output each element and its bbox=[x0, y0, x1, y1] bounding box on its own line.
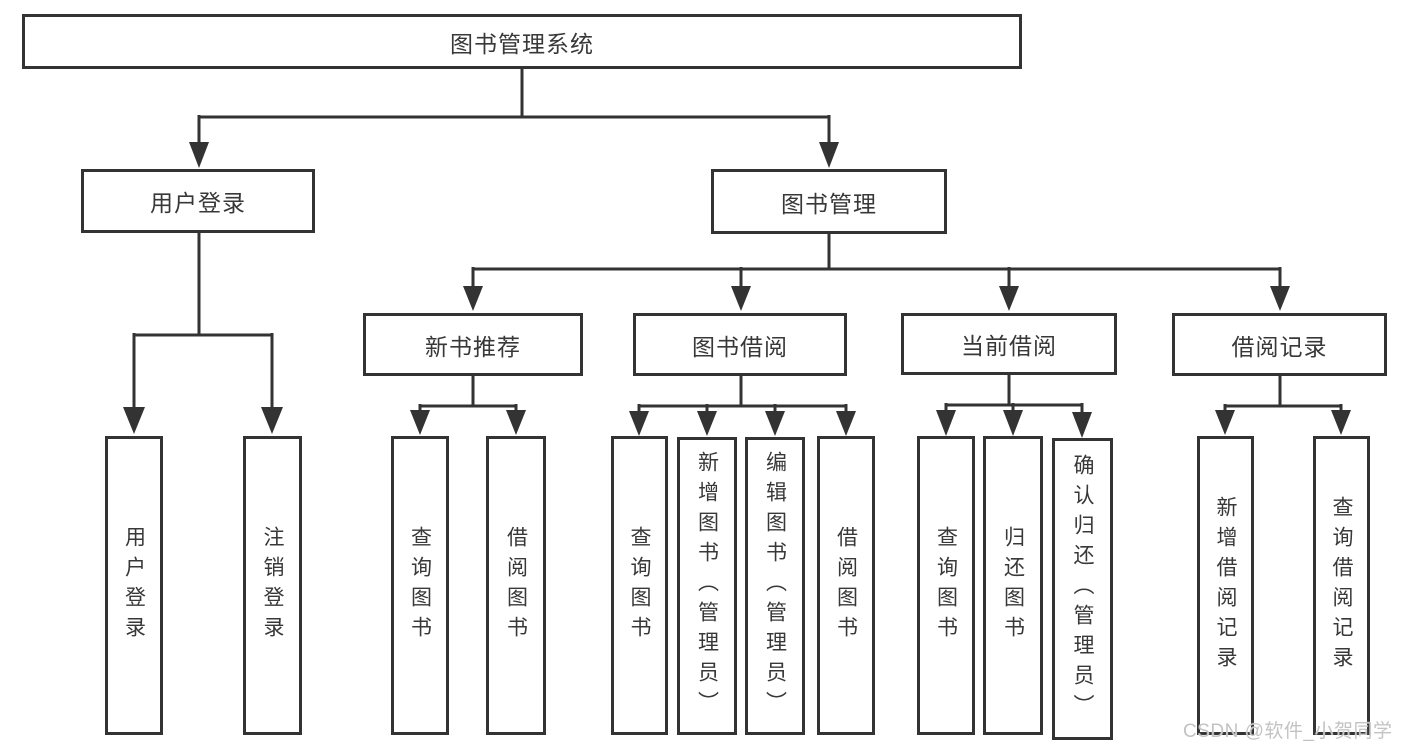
node-label: 图书管理系统 bbox=[450, 30, 594, 57]
node-label: 查询借阅记录 bbox=[1330, 495, 1353, 676]
node-label: 图书借阅 bbox=[692, 333, 788, 360]
node-label: 确认归还（管理员） bbox=[1071, 454, 1094, 724]
node-cb-return-books: 归还图书 bbox=[983, 436, 1043, 735]
node-label: 借阅图书 bbox=[504, 525, 528, 646]
node-new-book-recommend: 新书推荐 bbox=[363, 313, 583, 376]
node-br-query-record: 查询借阅记录 bbox=[1313, 436, 1370, 735]
connector-root-to-level1 bbox=[189, 69, 839, 168]
connector-user-login-to-leaves bbox=[123, 233, 283, 434]
connector-book-borrow-to-leaves bbox=[629, 376, 856, 436]
node-label: 新增借阅记录 bbox=[1214, 495, 1237, 676]
node-bb-borrow-books: 借阅图书 bbox=[817, 436, 875, 735]
node-label: 借阅图书 bbox=[834, 525, 858, 646]
node-label: 当前借阅 bbox=[961, 333, 1057, 359]
node-label: 新书推荐 bbox=[425, 333, 521, 360]
node-cb-query-books: 查询图书 bbox=[917, 436, 975, 735]
node-book-management: 图书管理 bbox=[711, 169, 947, 234]
node-rec-borrow-books: 借阅图书 bbox=[486, 436, 546, 735]
node-bb-edit-books-admin: 编辑图书（管理员） bbox=[745, 437, 805, 735]
node-label: 查询图书 bbox=[628, 525, 651, 646]
node-cb-confirm-return-admin: 确认归还（管理员） bbox=[1052, 438, 1113, 740]
node-label: 用户登录 bbox=[150, 190, 246, 216]
connector-book-management-to-level2 bbox=[463, 234, 1290, 311]
node-label: 注销登录 bbox=[261, 525, 284, 646]
node-label: 编辑图书（管理员） bbox=[763, 451, 787, 721]
connector-current-borrow-to-leaves bbox=[936, 375, 1092, 438]
node-label: 新增图书（管理员） bbox=[695, 451, 719, 721]
node-label: 归还图书 bbox=[1001, 525, 1025, 646]
node-leaf-user-login: 用户登录 bbox=[105, 436, 163, 735]
connector-borrow-records-to-leaves bbox=[1215, 376, 1351, 435]
node-borrow-records: 借阅记录 bbox=[1172, 313, 1387, 376]
node-label: 查询图书 bbox=[934, 525, 958, 646]
connector-new-book-recommend-to-leaves bbox=[410, 376, 526, 435]
node-book-borrow: 图书借阅 bbox=[633, 313, 847, 376]
node-user-login: 用户登录 bbox=[81, 169, 315, 233]
csdn-watermark: CSDN @软件_小贺同学 bbox=[1183, 721, 1393, 742]
node-br-add-record: 新增借阅记录 bbox=[1197, 436, 1254, 735]
node-label: 用户登录 bbox=[122, 525, 146, 646]
node-bb-query-books: 查询图书 bbox=[611, 436, 668, 735]
node-bb-add-books-admin: 新增图书（管理员） bbox=[677, 437, 737, 735]
node-label: 借阅记录 bbox=[1231, 333, 1328, 360]
node-label: 查询图书 bbox=[408, 525, 432, 646]
node-label: 图书管理 bbox=[781, 190, 877, 217]
node-library-management-system: 图书管理系统 bbox=[22, 14, 1022, 69]
node-leaf-logout: 注销登录 bbox=[243, 436, 302, 735]
node-rec-query-books: 查询图书 bbox=[391, 436, 449, 735]
node-current-borrow: 当前借阅 bbox=[901, 313, 1117, 375]
